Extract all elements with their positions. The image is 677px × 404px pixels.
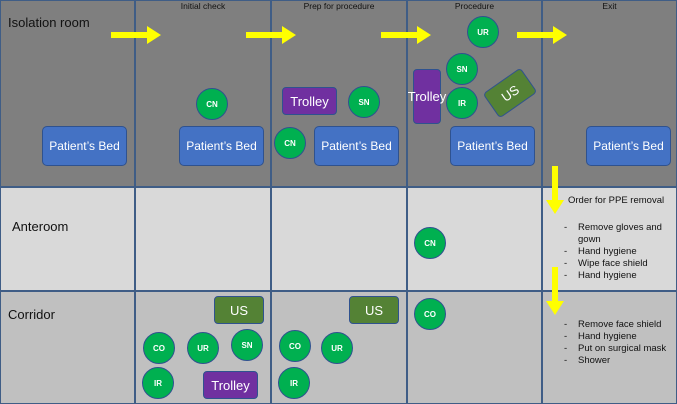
arrow-down-icon xyxy=(546,267,564,315)
cell-anteroom-procedure xyxy=(407,187,542,291)
ppe-step: Remove gloves and gown xyxy=(560,222,672,246)
patient-bed: Patient’s Bed xyxy=(179,126,264,166)
ppe-corridor-steps: Remove face shield Hand hygiene Put on s… xyxy=(560,319,672,367)
staff-ir: IR xyxy=(278,367,310,399)
ppe-step: Shower xyxy=(560,355,672,367)
staff-ur: UR xyxy=(187,332,219,364)
ppe-step: Remove face shield xyxy=(560,319,672,331)
trolley: Trolley xyxy=(203,371,258,399)
ppe-step: Hand hygiene xyxy=(560,331,672,343)
staff-sn: SN xyxy=(231,329,263,361)
ppe-step: Hand hygiene xyxy=(560,270,672,282)
staff-co: CO xyxy=(143,332,175,364)
staff-cn: CN xyxy=(274,127,306,159)
column-header-initial-check: Initial check xyxy=(180,1,226,11)
cell-anteroom-prep xyxy=(271,187,407,291)
row-label-anteroom: Anteroom xyxy=(12,219,69,234)
staff-ur: UR xyxy=(321,332,353,364)
trolley: Trolley xyxy=(408,69,446,124)
staff-co: CO xyxy=(279,330,311,362)
column-header-procedure: Procedure xyxy=(454,1,495,11)
ppe-step: Hand hygiene xyxy=(560,246,672,258)
staff-sn: SN xyxy=(348,86,380,118)
staff-cn: CN xyxy=(414,227,446,259)
arrow-right-icon xyxy=(517,26,567,44)
staff-ir: IR xyxy=(446,87,478,119)
staff-ir: IR xyxy=(142,367,174,399)
ultrasound-us: US xyxy=(349,296,399,324)
arrow-right-icon xyxy=(246,26,296,44)
column-header-prep: Prep for procedure xyxy=(303,1,375,11)
patient-bed: Patient’s Bed xyxy=(586,126,671,166)
cell-corridor-stage0 xyxy=(0,291,135,404)
staff-ur: UR xyxy=(467,16,499,48)
ppe-anteroom-steps: Remove gloves and gown Hand hygiene Wipe… xyxy=(560,222,672,282)
ppe-step: Put on surgical mask xyxy=(560,343,672,355)
ppe-step: Wipe face shield xyxy=(560,258,672,270)
arrow-right-icon xyxy=(111,26,161,44)
column-header-exit: Exit xyxy=(602,1,617,11)
staff-cn: CN xyxy=(196,88,228,120)
staff-co: CO xyxy=(414,298,446,330)
row-label-corridor: Corridor xyxy=(8,307,55,322)
arrow-down-icon xyxy=(546,166,564,214)
ultrasound-us: US xyxy=(214,296,264,324)
patient-bed: Patient’s Bed xyxy=(314,126,399,166)
arrow-right-icon xyxy=(381,26,431,44)
cell-anteroom-initial-check xyxy=(135,187,271,291)
ppe-removal-title: Order for PPE removal xyxy=(568,195,665,206)
staff-sn: SN xyxy=(446,53,478,85)
cell-anteroom-stage0 xyxy=(0,187,135,291)
patient-bed: Patient’s Bed xyxy=(42,126,127,166)
row-label-isolation-room: Isolation room xyxy=(8,15,90,30)
patient-bed: Patient’s Bed xyxy=(450,126,535,166)
trolley: Trolley xyxy=(282,87,337,115)
